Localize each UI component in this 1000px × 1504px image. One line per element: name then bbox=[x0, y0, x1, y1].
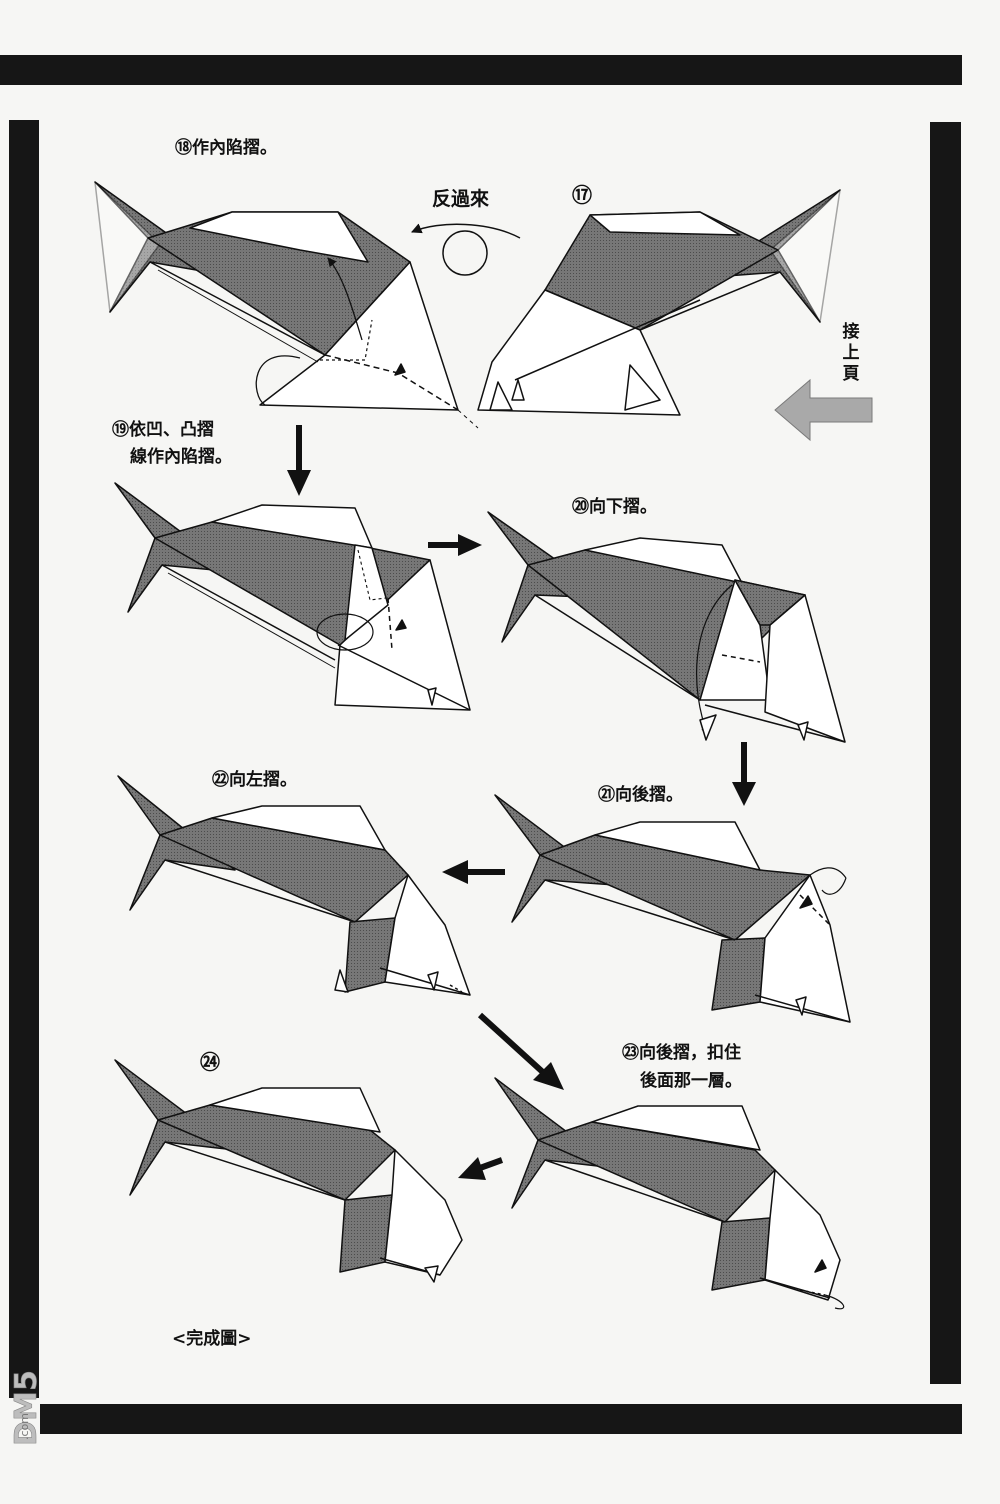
flip-over-symbol bbox=[411, 223, 521, 276]
left-arrow-21-to-22 bbox=[442, 860, 505, 884]
right-border-bar bbox=[930, 122, 961, 1384]
top-border-bar bbox=[0, 55, 962, 85]
fish-diagram-step-17 bbox=[477, 189, 841, 416]
fish-diagram-step-18 bbox=[94, 181, 479, 429]
step-22-label: ㉒向左摺。 bbox=[212, 770, 297, 790]
svg-text:DM5: DM5 bbox=[12, 1370, 44, 1446]
fish-diagram-step-22 bbox=[117, 775, 471, 996]
watermark-site-suffix: .com bbox=[18, 1413, 31, 1440]
step-24-number: ㉔ bbox=[200, 1050, 220, 1074]
down-arrow-18-to-19 bbox=[287, 425, 311, 496]
left-border-bar bbox=[9, 120, 39, 1398]
step-18-label: ⑱作內陷摺。 bbox=[175, 138, 277, 158]
fish-diagram-step-23 bbox=[494, 1077, 845, 1310]
continue-from-previous-page-label: 接上頁 bbox=[842, 322, 860, 384]
step-23-label-line2: 後面那一層。 bbox=[640, 1071, 742, 1091]
fish-diagram-step-24 bbox=[114, 1059, 463, 1283]
left-arrow-23-to-24 bbox=[458, 1157, 504, 1180]
fish-diagram-step-21 bbox=[494, 794, 851, 1023]
step-19-label-line2: 線作內陷摺。 bbox=[130, 447, 232, 467]
continue-gray-arrow bbox=[774, 378, 873, 442]
fish-diagram-step-19 bbox=[114, 482, 471, 711]
right-arrow-19-to-20 bbox=[428, 534, 482, 556]
bottom-border-bar bbox=[40, 1404, 962, 1434]
fish-diagram-step-20 bbox=[487, 511, 846, 743]
down-arrow-20-to-21 bbox=[732, 742, 756, 806]
step-20-label: ⑳向下摺。 bbox=[572, 497, 657, 517]
watermark-logo: DM5 bbox=[12, 1370, 44, 1446]
step-19-label-line1: ⑲依凹、凸摺 bbox=[112, 420, 214, 440]
flip-over-label: 反過來 bbox=[432, 188, 490, 210]
step-17-number: ⑰ bbox=[572, 183, 592, 207]
finished-figure-caption: <完成圖> bbox=[172, 1329, 252, 1349]
step-21-label: ㉑向後摺。 bbox=[598, 785, 683, 805]
step-23-label-line1: ㉓向後摺，扣住 bbox=[622, 1043, 741, 1063]
diagonal-arrow-22-to-23 bbox=[477, 1012, 564, 1090]
